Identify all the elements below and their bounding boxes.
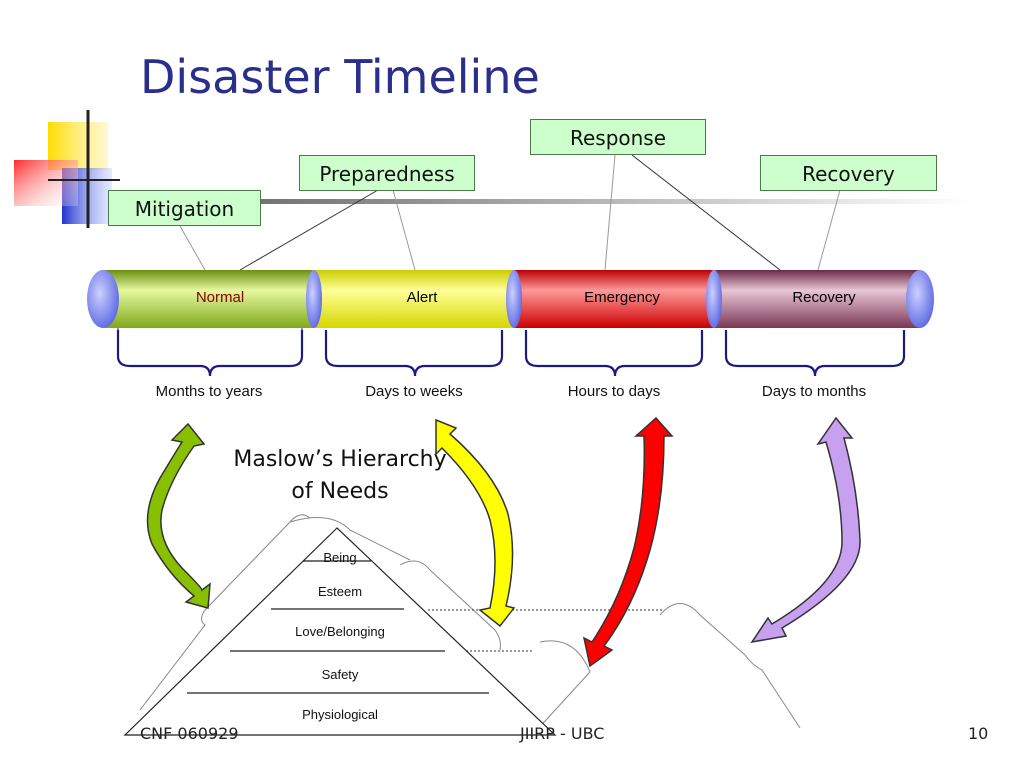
pyramid bbox=[123, 527, 557, 736]
arrow-red bbox=[582, 416, 674, 668]
segment-alert-label: Alert bbox=[406, 289, 438, 306]
brace-recovery bbox=[724, 330, 906, 377]
arrow-purple bbox=[750, 416, 861, 644]
segment-bar-alert bbox=[314, 270, 514, 328]
maslow-title-line1: Maslow’s Hierarchy bbox=[233, 447, 447, 472]
brace-emergency bbox=[524, 330, 704, 377]
maslow-title-line2: of Needs bbox=[291, 479, 389, 504]
pyramid-level-being: Being bbox=[323, 550, 357, 565]
footer-left: CNF 060929 bbox=[140, 724, 239, 743]
pyramid-level-physiological: Physiological bbox=[302, 707, 378, 722]
segment-bar-recovery bbox=[714, 270, 920, 328]
arrow-green bbox=[146, 422, 211, 609]
duration-emergency: Hours to days bbox=[567, 383, 661, 400]
footer-center: JIIRP - UBC bbox=[520, 724, 605, 743]
phase-response: Response bbox=[530, 119, 706, 155]
segment-recovery-label: Recovery bbox=[792, 289, 856, 306]
segment-bar-emergency bbox=[514, 270, 714, 328]
slide-title: Disaster Timeline bbox=[140, 50, 540, 104]
maslow-title: Maslow’s Hierarchy of Needs bbox=[220, 444, 460, 508]
pyramid-level-safety: Safety bbox=[321, 667, 359, 682]
phase-connectors bbox=[179, 154, 841, 271]
segment-emergency-label: Emergency bbox=[584, 289, 660, 306]
arrows-and-pyramid bbox=[123, 416, 861, 736]
duration-alert: Days to weeks bbox=[365, 383, 463, 400]
phase-mitigation: Mitigation bbox=[108, 190, 261, 226]
arrow-yellow bbox=[435, 418, 516, 628]
phase-preparedness: Preparedness bbox=[299, 155, 475, 191]
pyramid-level-esteem: Esteem bbox=[317, 584, 363, 599]
brace-normal bbox=[116, 330, 304, 377]
duration-braces bbox=[116, 328, 906, 377]
phase-recovery: Recovery bbox=[760, 155, 937, 191]
duration-normal: Months to years bbox=[155, 383, 263, 400]
timeline-bar bbox=[87, 270, 934, 328]
brace-alert bbox=[324, 330, 504, 377]
duration-recovery: Days to months bbox=[761, 383, 867, 400]
page-number: 10 bbox=[968, 724, 989, 743]
segment-bar-normal bbox=[104, 270, 314, 328]
pyramid-level-love-belonging: Love/Belonging bbox=[295, 624, 385, 639]
segment-normal-label: Normal bbox=[195, 289, 245, 306]
corner-ornament bbox=[14, 110, 970, 228]
